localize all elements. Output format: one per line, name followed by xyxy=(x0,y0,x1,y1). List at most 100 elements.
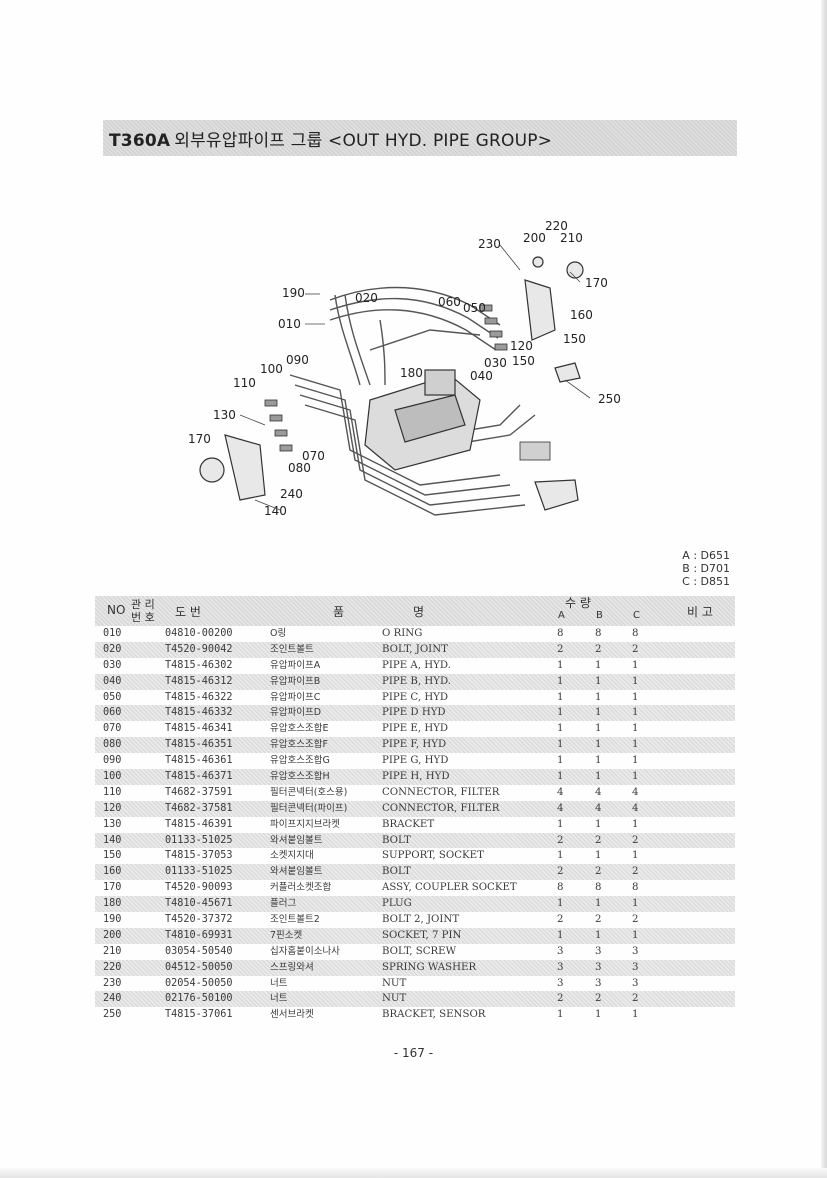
row-part-number: T4815-37053 xyxy=(165,850,233,862)
row-part-number: 01133-51025 xyxy=(165,834,233,846)
row-english-name: PIPE D HYD xyxy=(382,707,446,719)
row-english-name: PIPE B, HYD. xyxy=(382,675,452,687)
header-no: NO xyxy=(107,603,126,617)
row-qty-b: 2 xyxy=(595,993,602,1005)
row-qty-b: 2 xyxy=(595,834,602,846)
row-no: 240 xyxy=(103,993,122,1005)
row-korean-name: 파이프지지브라켓 xyxy=(270,818,340,830)
row-qty-a: 8 xyxy=(557,882,564,894)
row-korean-name: 유압호스조합G xyxy=(270,755,330,767)
row-korean-name: 십자홈붙이소나사 xyxy=(270,945,340,957)
row-korean-name: 조인트볼트2 xyxy=(270,914,320,926)
row-no: 250 xyxy=(103,1009,122,1021)
row-no: 210 xyxy=(103,945,122,957)
row-part-number: 04810-00200 xyxy=(165,628,233,639)
filter-connectors xyxy=(264,304,551,461)
row-part-number: T4520-90093 xyxy=(165,882,233,894)
row-qty-a: 1 xyxy=(557,707,564,719)
callout-030: 030 xyxy=(484,356,507,370)
row-qty-c: 1 xyxy=(632,771,639,783)
row-no: 130 xyxy=(103,818,122,830)
row-qty-a: 3 xyxy=(557,977,564,989)
row-qty-a: 1 xyxy=(557,675,564,687)
row-qty-c: 4 xyxy=(632,802,639,814)
row-korean-name: 유압파이프C xyxy=(270,691,321,703)
row-english-name: PIPE C, HYD xyxy=(382,691,449,703)
row-no: 190 xyxy=(103,914,122,926)
callout-160: 160 xyxy=(570,308,593,322)
row-part-number: 02176-50100 xyxy=(165,993,233,1005)
callout-200: 200 xyxy=(523,231,546,245)
row-english-name: CONNECTOR, FILTER xyxy=(382,802,500,814)
row-qty-c: 1 xyxy=(632,707,639,719)
callout-180: 180 xyxy=(400,366,423,380)
row-english-name: PIPE E, HYD xyxy=(382,723,449,735)
exploded-parts-diagram: 230 200 220 210 170 190 020 060 050 160 … xyxy=(188,219,621,518)
row-qty-c: 2 xyxy=(632,834,639,846)
row-qty-c: 3 xyxy=(632,945,639,957)
row-qty-c: 1 xyxy=(632,723,639,735)
row-qty-c: 1 xyxy=(632,691,639,703)
row-english-name: PIPE H, HYD xyxy=(382,771,450,783)
callout-010: 010 xyxy=(278,317,301,331)
row-korean-name: 필터콘넥터(파이프) xyxy=(270,802,348,814)
row-qty-a: 2 xyxy=(557,914,564,926)
row-no: 020 xyxy=(103,643,122,655)
callout-240: 240 xyxy=(280,487,303,501)
row-english-name: BOLT xyxy=(382,866,411,878)
row-no: 160 xyxy=(103,866,122,878)
callout-labels: 230 200 220 210 170 190 020 060 050 160 … xyxy=(188,219,621,518)
row-part-number: T4815-46322 xyxy=(165,691,233,703)
row-part-number: 04512-50050 xyxy=(165,961,233,973)
row-english-name: NUT xyxy=(382,993,407,1005)
row-korean-name: 와셔붙임볼트 xyxy=(270,866,323,878)
row-english-name: O RING xyxy=(382,628,423,639)
control-valve-body xyxy=(364,369,481,471)
row-qty-b: 1 xyxy=(595,1009,602,1021)
row-no: 150 xyxy=(103,850,122,862)
row-english-name: BRACKET xyxy=(382,818,435,830)
callout-220: 220 xyxy=(545,219,568,233)
row-qty-a: 2 xyxy=(557,643,564,655)
callout-130: 130 xyxy=(213,408,236,422)
page-number: - 167 - xyxy=(393,1046,434,1060)
row-qty-c: 1 xyxy=(632,818,639,830)
row-part-number: T4815-46371 xyxy=(165,771,233,783)
header-qty-b: B xyxy=(596,610,603,621)
row-korean-name: 스프링와셔 xyxy=(270,961,314,973)
legend-b: B : D701 xyxy=(682,562,730,575)
callout-040: 040 xyxy=(470,369,493,383)
row-korean-name: 7핀소켓 xyxy=(270,929,303,941)
callout-250: 250 xyxy=(598,392,621,406)
row-korean-name: 유압파이프A xyxy=(270,659,321,671)
callout-190: 190 xyxy=(282,286,305,300)
row-no: 050 xyxy=(103,691,122,703)
header-qty: 수 량 xyxy=(565,596,591,610)
leader-lines xyxy=(239,244,591,511)
row-no: 140 xyxy=(103,834,122,846)
header-name-b: 명 xyxy=(413,605,425,619)
row-no: 220 xyxy=(103,961,122,973)
row-no: 100 xyxy=(103,771,122,783)
row-qty-c: 1 xyxy=(632,659,639,671)
header-ref-bottom: 번 호 xyxy=(131,611,155,624)
row-qty-a: 4 xyxy=(557,786,564,798)
row-part-number: T4815-46361 xyxy=(165,755,233,767)
row-no: 170 xyxy=(103,882,122,894)
row-korean-name: 유압호스조합H xyxy=(270,771,330,783)
header-drawing: 도 번 xyxy=(175,605,201,619)
title-text: 외부유압파이프 그룹 <OUT HYD. PIPE GROUP> xyxy=(174,131,553,151)
row-qty-b: 2 xyxy=(595,866,602,878)
parts-table-header: NO 관 리 번 호 도 번 품 명 수 량 A B C 비 고 xyxy=(95,596,735,626)
row-part-number: T4520-90042 xyxy=(165,643,233,655)
